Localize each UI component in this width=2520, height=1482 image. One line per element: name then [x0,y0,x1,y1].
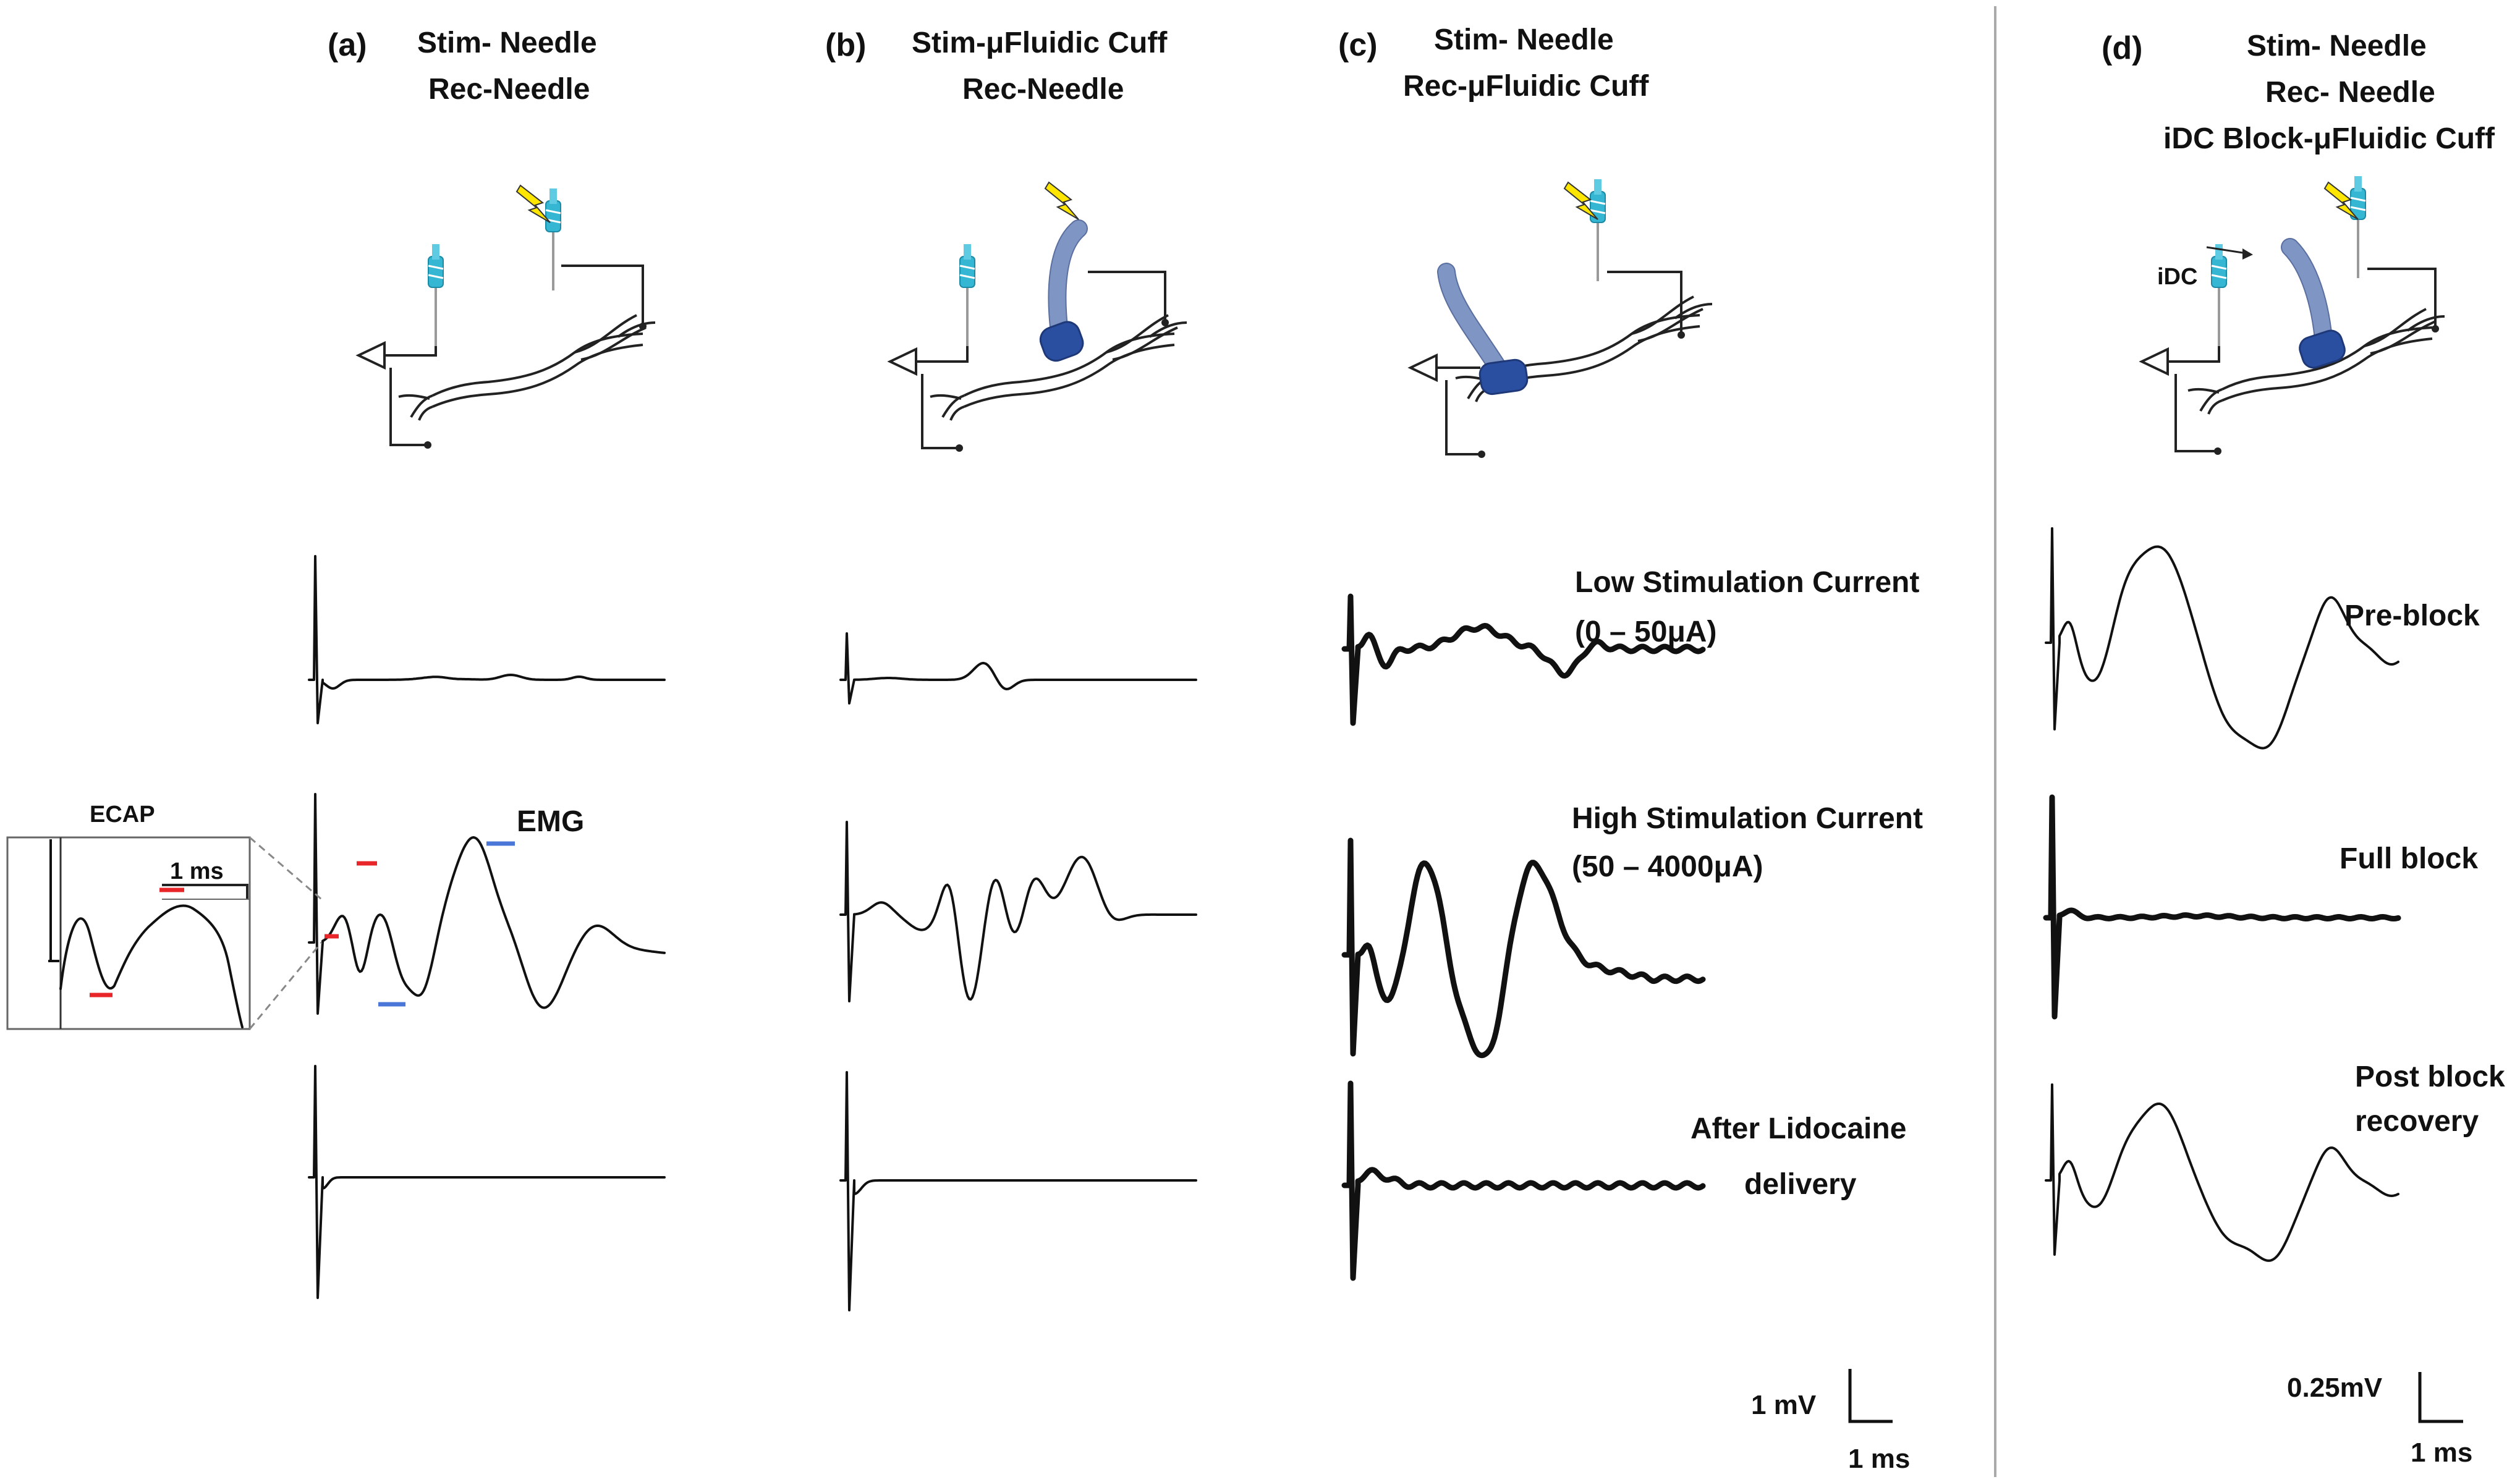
panel-letter: (b) [825,27,866,63]
inset-frame [6,836,251,1030]
trace-b-lidocaine [839,1071,1197,1311]
recording-needle-icon [2210,243,2228,347]
inset-connector [248,942,323,1030]
scalebar-c: 1 mV 1 ms [1751,1369,1910,1474]
idc-label: iDC [2157,264,2197,290]
amplifier-icon [2139,347,2169,376]
trace-d-recovery [2045,1083,2399,1262]
condition-label: Full block [2340,842,2478,875]
scalebar-y-label: 0.25mV [2287,1373,2383,1403]
schematic-c [1407,178,1713,458]
panel-a-header: (a) Stim- Needle Rec-Needle [328,27,597,106]
panel-c-header: (c) Stim- Needle Rec-μFluidic Cuff [1338,23,1649,103]
condition-label: Low Stimulation Current [1575,566,1919,599]
schematic-b [887,182,1188,452]
condition-label: (0 – 50μA) [1575,616,1716,648]
cuff-icon [1478,358,1529,396]
panel-title-line: Rec-Needle [962,73,1124,106]
microfluidic-tube [1438,264,1510,382]
lightning-icon [516,185,551,223]
stimulation-needle-icon [545,187,562,292]
panel-letter: (d) [2102,30,2142,66]
panel-title-line: Stim-μFluidic Cuff [912,27,1168,59]
stimulation-needle-icon [1589,178,1606,282]
scalebar-y-label: 1 mV [1751,1390,1817,1420]
recording-needle-icon [959,243,976,347]
schematic-a [355,185,656,449]
traces-layer [308,527,2401,1311]
panel-title-line: Stim- Needle [2247,30,2427,62]
cuff-icon [1039,321,1084,362]
amplifier-icon [887,347,917,376]
emg-markers [378,841,515,1007]
microfluidic-tube [1049,221,1087,345]
trace-b-high [839,821,1197,1002]
scalebar-d: 0.25mV 1 ms [2287,1372,2472,1468]
condition-label: (50 – 4000μA) [1572,850,1763,883]
inset-connector [249,836,322,900]
nerve-diagram [397,314,656,421]
inset-label: ECAP [90,802,155,828]
panel-c-conditions: Low Stimulation Current (0 – 50μA) High … [1572,566,1923,1201]
trace-a-low [308,555,666,724]
panel-title-line: Rec-μFluidic Cuff [1403,70,1649,103]
trace-c-low [1341,593,1706,726]
emg-label: EMG [517,805,584,838]
condition-label: After Lidocaine [1691,1112,1906,1145]
microfluidic-tube [2282,239,2332,354]
trace-d-fullblock [2043,794,2401,1020]
condition-label: High Stimulation Current [1572,802,1923,835]
ecap-markers [325,861,377,939]
scalebar-x-label: 1 ms [2411,1438,2472,1468]
condition-label: recovery [2355,1105,2479,1138]
trace-c-high [1341,837,1706,1059]
ecap-inset: ECAP 1 ms [6,802,251,1030]
panel-title-line: Stim- Needle [1434,23,1614,56]
panel-d-conditions: Pre-block Full block Post block recovery [2340,599,2505,1138]
recording-needle-icon [427,243,444,347]
condition-label: Pre-block [2344,599,2480,632]
panel-letter: (c) [1338,27,1378,63]
amplifier-icon [355,341,386,370]
panel-letter: (a) [328,27,367,63]
condition-label: Post block [2355,1061,2505,1093]
trace-a-lidocaine [308,1065,666,1299]
stimulation-needle-icon [2349,175,2367,279]
cuff-icon [2299,329,2346,369]
condition-label: delivery [1744,1168,1857,1201]
scalebar-x-label: 1 ms [1848,1444,1910,1474]
panel-title-line: Stim- Needle [417,27,597,59]
panel-title-line: Rec- Needle [2265,76,2435,109]
trace-d-preblock [2045,527,2399,750]
trace-b-low [839,632,1197,705]
schematic-d: iDC [2139,175,2446,455]
inset-scale-label: 1 ms [170,858,224,884]
panel-title-line: Rec-Needle [428,73,590,106]
amplifier-icon [1407,353,1438,383]
panel-d-header: (d) Stim- Needle Rec- Needle iDC Block-μ… [2102,30,2495,155]
panel-title-line: iDC Block-μFluidic Cuff [2163,122,2495,155]
trace-a-high [308,793,666,1015]
trace-c-lidocaine [1341,1080,1706,1281]
panel-b-header: (b) Stim-μFluidic Cuff Rec-Needle [825,27,1168,106]
lightning-icon [1045,182,1079,220]
